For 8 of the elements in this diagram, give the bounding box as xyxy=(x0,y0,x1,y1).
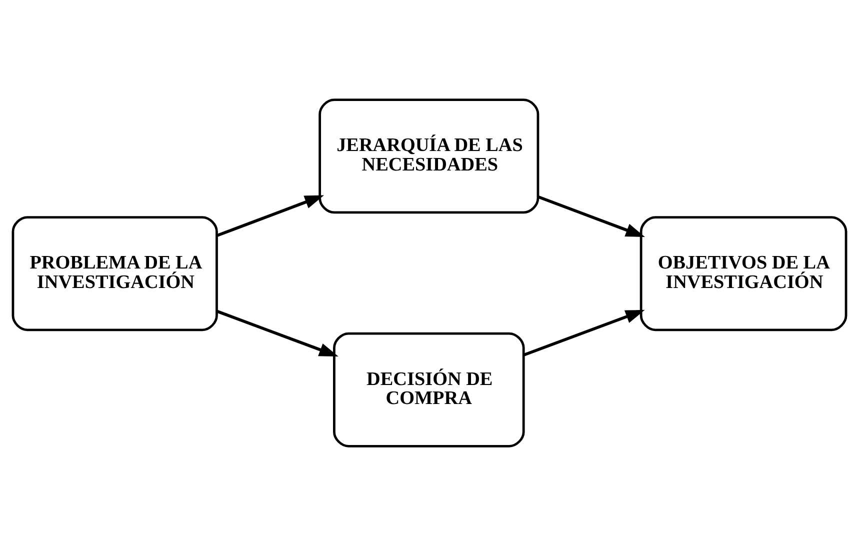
node-box: OBJETIVOS DE LA INVESTIGACIÓN xyxy=(640,216,848,332)
arrow xyxy=(216,195,324,238)
arrow xyxy=(537,195,645,237)
node-box: DECISIÓN DE COMPRA xyxy=(333,332,525,448)
node-box: JERARQUÍA DE LAS NECESIDADES xyxy=(318,98,540,214)
node-box: PROBLEMA DE LA INVESTIGACIÓN xyxy=(12,216,218,332)
arrow xyxy=(523,310,645,356)
arrow xyxy=(216,310,338,357)
